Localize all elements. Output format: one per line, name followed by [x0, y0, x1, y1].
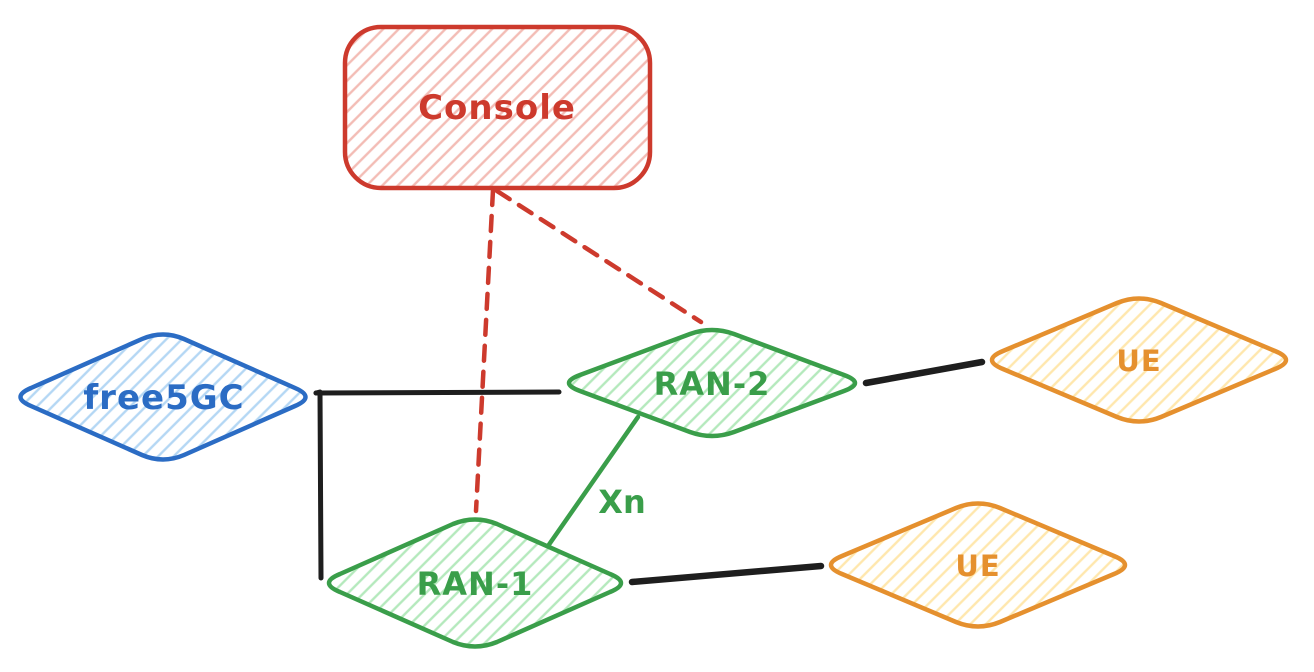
ue-bottom-node: [828, 501, 1128, 629]
ue-top-node-label: UE: [1116, 344, 1161, 378]
edge-free5gc-ran2: [313, 389, 562, 396]
edge-ran2-ue-top: [862, 358, 986, 387]
ran1-node: [326, 517, 624, 649]
xn-edge-label: Xn: [598, 483, 645, 521]
edge-console-ran2-dashed: [494, 188, 704, 325]
edge-ran1-ue-bottom: [628, 562, 825, 586]
free5gc-node-label: free5GC: [83, 378, 244, 418]
console-node: [342, 24, 653, 191]
edge-console-ran1-dashed: [473, 187, 496, 514]
ran2-node: [566, 327, 858, 439]
ran2-node-label: RAN-2: [654, 365, 771, 403]
ue-bottom-node-label: UE: [955, 549, 1000, 583]
edge-free5gc-ran1: [313, 389, 324, 581]
free5gc-node: [18, 332, 308, 462]
console-node-label: Console: [418, 88, 576, 128]
ue-top-node: [989, 296, 1289, 424]
ran1-node-label: RAN-1: [417, 565, 534, 603]
edge-ran1-ran2-xn: [545, 414, 641, 549]
